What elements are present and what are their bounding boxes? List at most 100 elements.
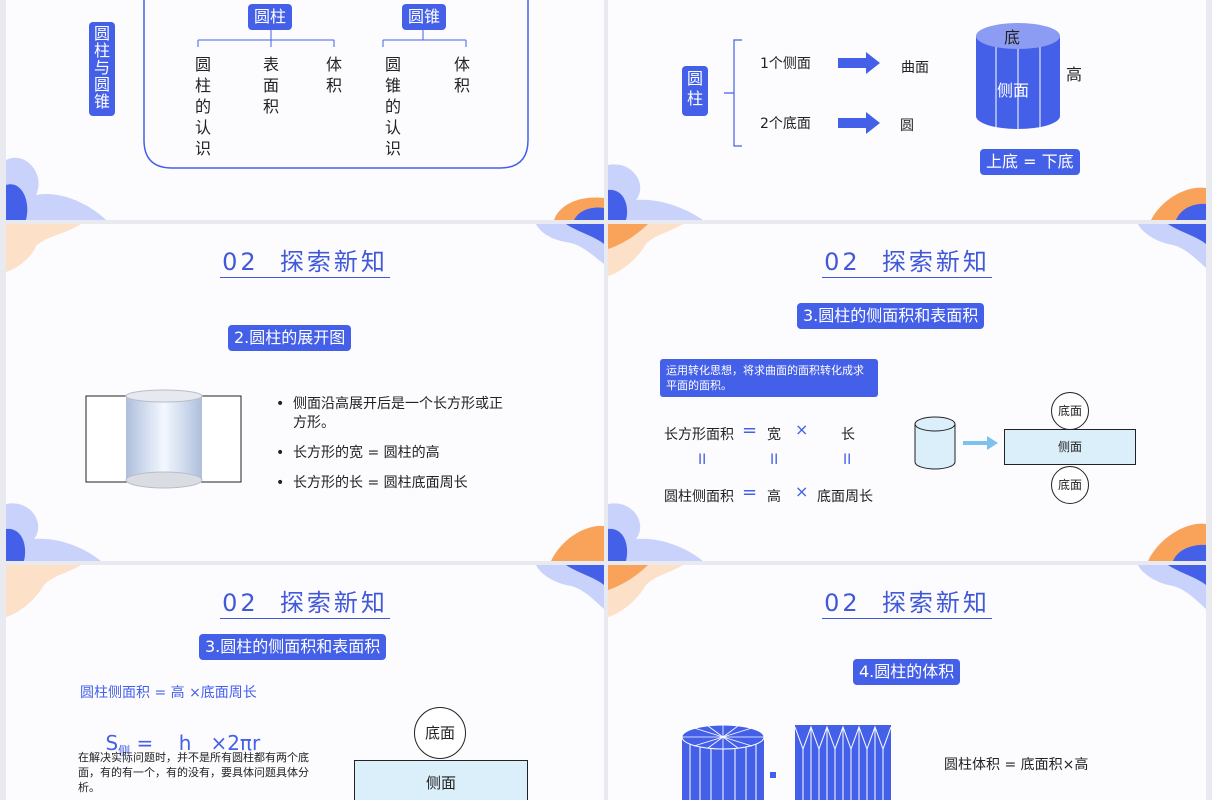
arrow-right-icon: [838, 112, 880, 134]
slide-6-volume[interactable]: 02 探索新知 4.圆柱的体积: [608, 565, 1206, 800]
corner-decoration-bottom-right: [554, 197, 604, 220]
corner-decoration-top-left: [608, 224, 683, 276]
base-circle: 底面: [414, 707, 466, 759]
section-underline: [220, 277, 390, 278]
row1-equals: =: [742, 420, 758, 441]
bullet-item: 侧面沿高展开后是一个长方形或正方形。: [276, 395, 516, 433]
formula-s: S: [105, 731, 119, 755]
arrow-right-icon: [963, 436, 998, 450]
section-title: 探索新知: [881, 589, 990, 617]
cone-child-recognition: 圆锥的认识: [384, 55, 401, 158]
formula-words: 圆柱侧面积 = 高 ×底面周长: [80, 685, 257, 701]
node-cylinder[interactable]: 圆柱: [248, 4, 293, 30]
corner-decoration-top-right: [536, 565, 604, 609]
base-circle-label: 底面: [424, 724, 455, 742]
net-bottom-circle-label: 底面: [1057, 478, 1082, 492]
row2-equals: =: [742, 482, 758, 503]
section-number: 02: [222, 248, 259, 276]
node-cone[interactable]: 圆锥: [402, 4, 447, 30]
slide-1-mindmap[interactable]: 圆柱与圆锥 圆柱 圆锥 圆柱的认识 表面积 体积 圆锥的认识 体积: [6, 0, 604, 220]
topic-badge: 4.圆柱的体积: [853, 659, 961, 685]
slide-3-cylinder-net[interactable]: 02 探索新知 2.圆柱的展开图 侧面沿高展开后是一个长方形或正方形。 长方形的…: [6, 224, 604, 561]
corner-decoration-bottom-right: [1151, 187, 1206, 220]
corner-decoration-bottom-left: [6, 157, 106, 220]
topic-label: 圆柱与圆锥: [89, 22, 115, 116]
section-heading: 02 探索新知: [6, 242, 604, 277]
corner-decoration-top-right: [1138, 565, 1206, 609]
slide-2-cylinder-parts[interactable]: 圆柱 1个侧面 曲面 2个底面 圆 底 侧面 高 上底 = 下底: [608, 0, 1206, 220]
lateral-rect-label: 侧面: [425, 774, 456, 792]
topic-badge: 2.圆柱的展开图: [228, 325, 352, 351]
slide-5-lateral-formula[interactable]: 02 探索新知 3.圆柱的侧面积和表面积 圆柱侧面积 = 高 ×底面周长 S侧 …: [6, 565, 604, 800]
lateral-rect: 侧面: [354, 760, 528, 800]
cyl-child-volume: 体积: [325, 55, 342, 95]
formula-symbolic: S侧 = h ×2πr: [80, 707, 260, 783]
section-title: 探索新知: [279, 589, 388, 617]
equality-mark: II: [843, 452, 852, 468]
row2-result: 圆: [900, 118, 914, 134]
explanation-text: 在解决实际问题时，并不是所有圆柱都有两个底面，有的有一个，有的没有，要具体问题具…: [78, 751, 309, 794]
cyl-child-recognition: 圆柱的认识: [194, 55, 211, 158]
corner-decoration-bottom-left: [608, 503, 703, 561]
cylinder-illustration: [976, 23, 1060, 130]
net-top-circle-label: 底面: [1057, 404, 1082, 418]
cylinder-top-label: 底: [1004, 28, 1021, 47]
cyl-child-surface-area: 表面积: [262, 55, 279, 116]
section-title: 探索新知: [881, 248, 990, 276]
section-number: 02: [824, 248, 861, 276]
section-title: 探索新知: [279, 248, 388, 276]
section-underline: [822, 277, 992, 278]
arrow-right-icon: [838, 52, 880, 74]
row1-times: ×: [795, 420, 809, 439]
section-underline: [822, 618, 992, 619]
equality-mark: II: [770, 452, 779, 468]
section-number: 02: [222, 589, 259, 617]
row1-term-a: 长方形面积: [664, 427, 734, 443]
sliced-cylinder-illustration: [681, 724, 765, 800]
cone-child-volume: 体积: [453, 55, 470, 95]
row1-label: 1个侧面: [760, 56, 811, 72]
topic-badge: 3.圆柱的侧面积和表面积: [797, 303, 985, 329]
equality-mark: II: [698, 452, 707, 468]
section-heading: 02 探索新知: [608, 242, 1206, 277]
corner-decoration-top-left: [6, 565, 81, 617]
top-equals-bottom-badge: 上底 = 下底: [980, 149, 1080, 175]
bracket: [724, 39, 742, 147]
row1-term-c: 长: [841, 427, 855, 443]
section-heading: 02 探索新知: [6, 583, 604, 618]
topic-label-text: 圆柱与圆锥: [93, 24, 110, 111]
formula-subscript: 侧: [118, 744, 131, 758]
net-bottom-circle: 底面: [1051, 466, 1089, 504]
row2-term-a: 圆柱侧面积: [664, 489, 734, 505]
cylinder-label-text: 圆柱: [686, 69, 703, 108]
rearranged-cylinder-illustration: [794, 725, 892, 800]
dot-separator: [770, 772, 776, 778]
row2-term-c: 底面周长: [817, 489, 873, 505]
corner-decoration-bottom-left: [608, 164, 703, 220]
net-lateral-rect: 侧面: [1004, 429, 1136, 465]
explanation-paragraph: 在解决实际问题时，并不是所有圆柱都有两个底面，有的有一个，有的没有，要具体问题具…: [78, 750, 323, 795]
section-number: 02: [824, 589, 861, 617]
row2-term-b: 高: [767, 489, 781, 505]
row2-label: 2个底面: [760, 116, 811, 132]
cylinder-side-label: 侧面: [997, 81, 1030, 100]
bullet-item: 长方形的长 = 圆柱底面周长: [276, 474, 516, 493]
corner-decoration-top-left: [6, 224, 81, 272]
note-text: 运用转化思想，将求曲面的面积转化成求平面的面积。: [666, 364, 864, 392]
bullet-item: 长方形的宽 = 圆柱的高: [276, 444, 516, 463]
section-underline: [220, 618, 390, 619]
corner-decoration-bottom-right: [1148, 523, 1206, 561]
row2-times: ×: [795, 482, 809, 501]
corner-decoration-bottom-left: [6, 503, 101, 561]
net-lateral-rect-label: 侧面: [1057, 440, 1082, 454]
slide-4-lateral-area[interactable]: 02 探索新知 3.圆柱的侧面积和表面积 运用转化思想，将求曲面的面积转化成求平…: [608, 224, 1206, 561]
corner-decoration-top-right: [1138, 224, 1206, 268]
row1-term-b: 宽: [767, 427, 781, 443]
section-heading: 02 探索新知: [608, 583, 1206, 618]
cylinder-net-illustration: [85, 389, 242, 489]
small-cylinder-icon: [914, 416, 956, 470]
corner-decoration-top-left: [608, 565, 683, 617]
formula-rest: = h ×2πr: [136, 731, 261, 755]
cylinder-label: 圆柱: [682, 66, 708, 116]
volume-formula: 圆柱体积 = 底面积×高: [944, 757, 1089, 773]
